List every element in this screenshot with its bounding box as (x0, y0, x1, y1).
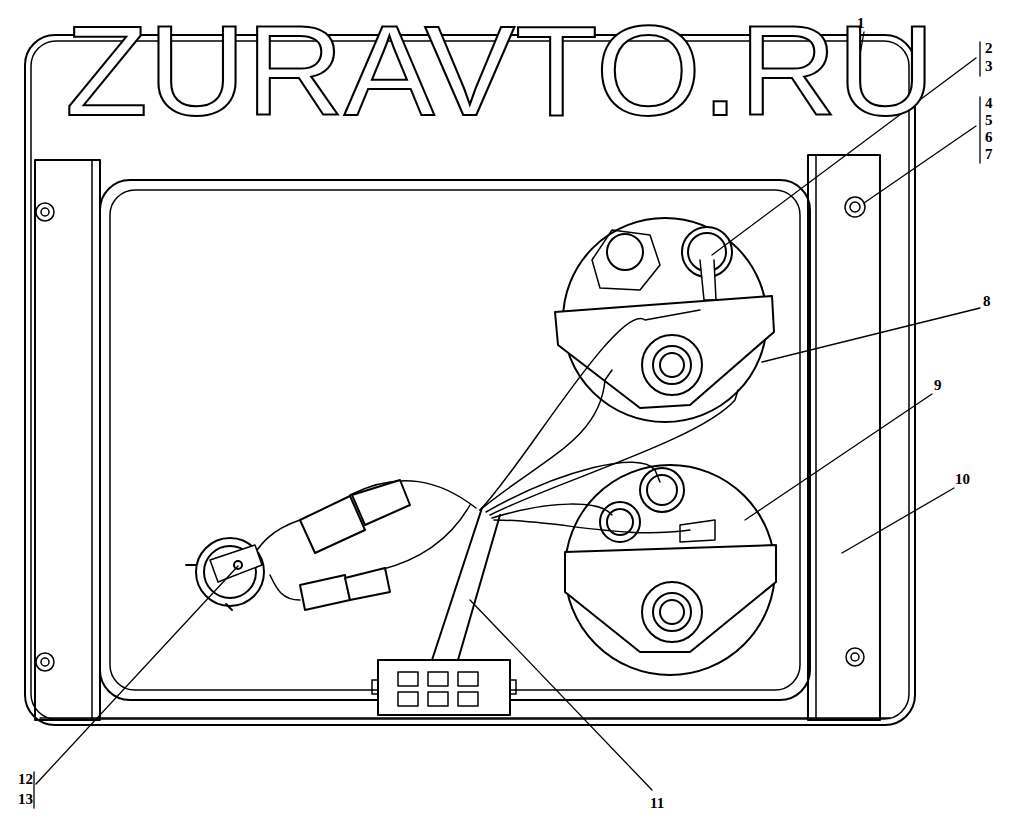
callout-number: 4 (985, 96, 993, 111)
callout-number: 6 (985, 130, 993, 145)
callout-number: 13 (18, 792, 33, 807)
callout-number: 8 (983, 294, 991, 309)
callout-number: 12 (18, 772, 33, 787)
callout-number: 2 (985, 41, 993, 56)
callout-number: 1 (857, 16, 865, 31)
watermark: ZURAVTO.RU (65, 7, 935, 135)
callout-number: 5 (985, 113, 993, 128)
callout-number: 7 (985, 147, 993, 162)
callout-number: 11 (650, 796, 664, 811)
callout-number: 3 (985, 59, 993, 74)
callout-number: 10 (955, 472, 970, 487)
callout-number: 9 (934, 378, 942, 393)
